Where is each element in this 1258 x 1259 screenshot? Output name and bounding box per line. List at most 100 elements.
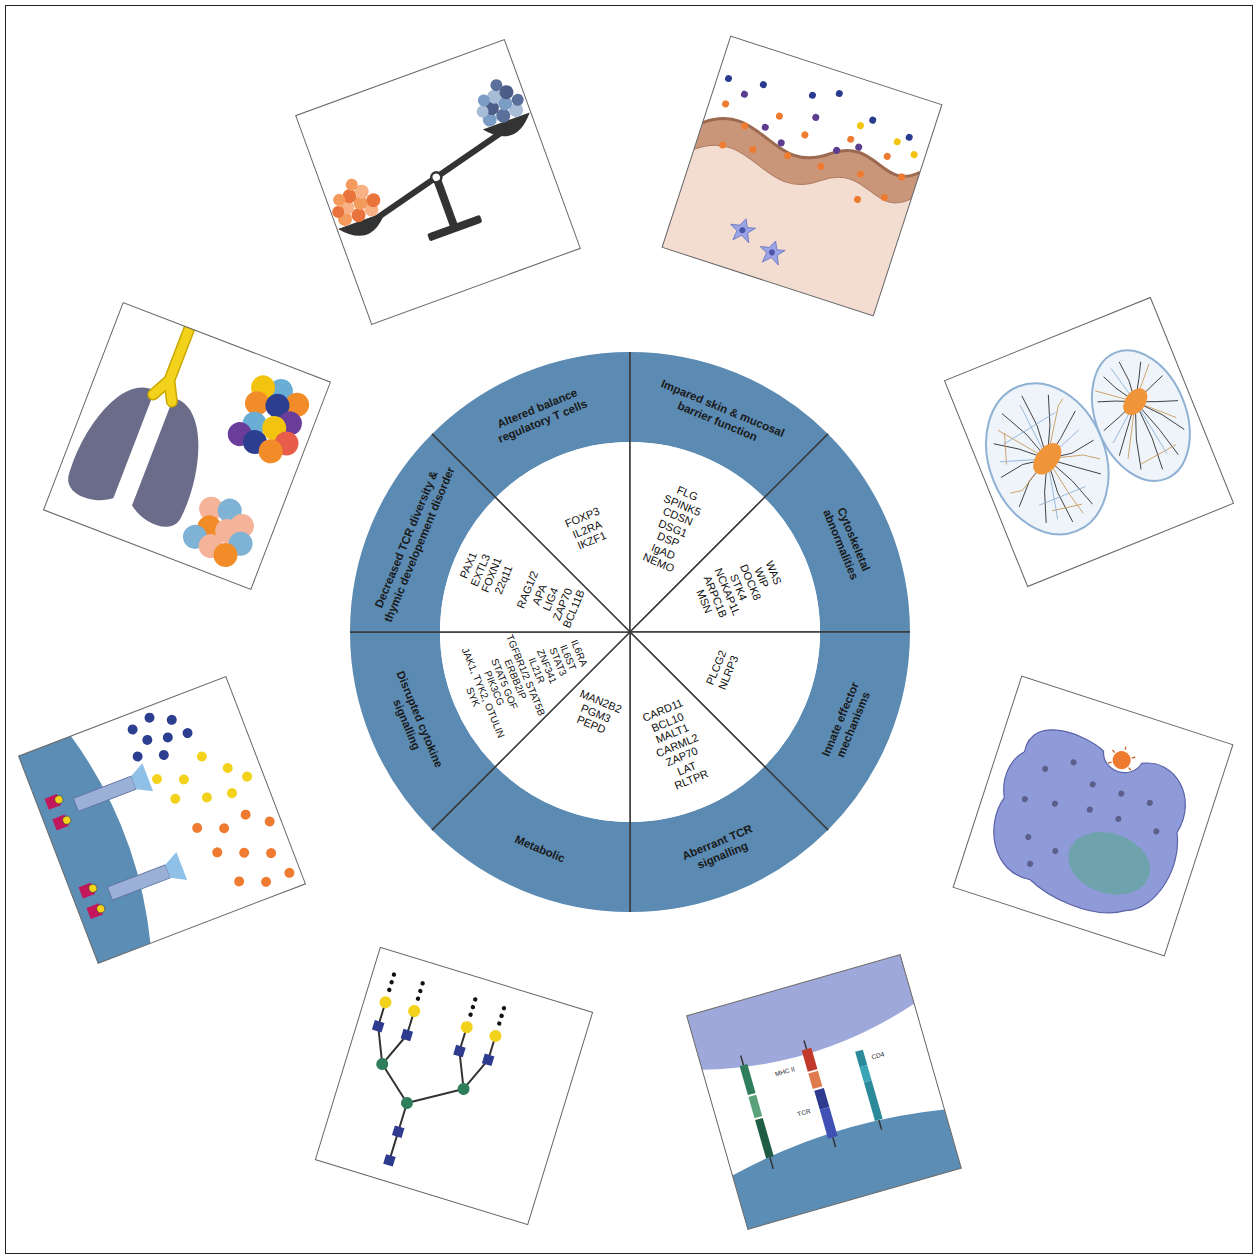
glycan-tree-picture-part-part-part [418,988,423,993]
skin-barrier-picture-part-part-part [856,121,865,130]
skin-barrier-picture-part-part-part [883,152,892,161]
cytoskeleton-cells-picture-part-part [1118,384,1152,420]
balance-scale-picture-part-part [430,171,443,184]
cytoskeleton-cells-picture-part [945,298,1234,587]
phagocyte-picture [953,676,1233,956]
cytokine-receptor-picture-part-part-part [211,846,224,859]
phagocyte-picture-part-part-part [1153,828,1161,836]
cytokine-receptor-picture-part [19,677,306,964]
cytoskeleton-cells-picture-part-part [1087,361,1167,471]
tcr-synapse-picture-part [687,955,962,1230]
cytokine-receptor-picture-part-part-part [263,815,276,828]
skin-barrier-picture-part-part-part [759,80,768,89]
phagocyte-picture-part-part-part [1026,860,1034,868]
phagocyte-picture-part-part-part [1025,833,1033,841]
sector-shape-group [630,632,828,912]
cytokine-receptor-picture-part-part-part [177,773,190,786]
balance-scale-picture-part-part-part [489,77,504,92]
sector-divider [629,632,631,912]
cytokine-receptor-picture-part-part-part [143,711,156,724]
tcr-synapse-picture-part-part [864,1080,883,1121]
cytokine-receptor-picture-part-part [107,865,170,900]
cytokine-receptor-picture-part-part [162,852,187,885]
cytoskeleton-cells-picture-part-part [1082,347,1200,485]
phagocyte-picture-part-part-part [1051,800,1059,808]
cytokine-receptor-picture-part-part-part [181,727,194,740]
balance-scale-picture-part-part-part [344,177,359,192]
cytokine-receptor-picture-part-part [54,794,64,804]
glycan-tree-picture-part-part-part [375,1057,390,1072]
sector-divider [630,631,910,633]
skin-barrier-picture-part-part-part [880,193,889,202]
sector-divider [350,631,630,633]
glycan-tree-picture-part-part-part [470,1004,475,1009]
balance-scale-picture-part-part-part [476,93,491,108]
skin-barrier-picture-part-part-part [777,139,786,148]
lung-picture-part-part [153,324,199,401]
skin-barrier-picture-part-part [706,95,913,215]
phagocyte-picture-part-part-part [1086,806,1094,814]
cytokine-receptor-picture [19,677,306,964]
cytokine-receptor-picture-part-part-part [265,847,278,860]
glycan-tree-picture-part-part-part [372,1020,384,1032]
inner-wedge [440,498,630,632]
phagocyte-picture-part-part-part [1089,781,1097,789]
balance-scale-picture-part-part [433,178,458,228]
skin-barrier-picture-part-part [724,55,920,142]
glycan-tree-picture-part-part-part [501,1005,506,1010]
balance-scale-picture-part-part [349,128,524,227]
tcr-synapse-picture-part [687,955,962,1230]
glycan-tree-picture-part [334,971,510,1186]
phagocyte-picture-part-part-part [1021,795,1029,803]
skin-barrier-picture-part-part-part [761,123,770,132]
glycan-tree-picture-part-part-part [456,1081,471,1096]
glycan-tree-picture-part-part [342,1002,496,1179]
skin-barrier-picture-part-part-part [905,133,914,142]
phagocyte-picture-part-part-part [1041,765,1049,773]
tcr-synapse-picture-part-part [729,1101,962,1229]
lung-picture [44,303,331,590]
tcr-synapse-picture-part-part [860,1065,872,1083]
sector-divider [432,632,630,830]
cytoskeleton-cells-picture-part-part [1028,438,1068,480]
skin-barrier-picture-part-part-part [775,112,784,121]
skin-barrier-picture-part-part-part [868,116,877,125]
glycan-tree-picture-part-part-part [468,1012,473,1017]
tcr-synapse-picture-part-part [808,1071,822,1089]
sector-shape [350,352,910,912]
glycan-tree-picture-part-part-part [401,1029,413,1041]
tcr-synapse-picture-part-part [820,1107,838,1139]
cytokine-receptor-picture-part-part [120,700,199,770]
cytokine-receptor-picture-part-part-part [241,770,254,783]
tcr-synapse-picture-part-part [802,1048,818,1072]
cytokine-receptor-picture-part [19,677,306,964]
cytokine-receptor-picture-part-part-part [191,821,204,834]
skin-barrier-picture-part-part-part [910,150,919,159]
skin-barrier-picture-part-part-part [811,113,820,122]
tcr-synapse-picture-part-part [741,1024,884,1169]
skin-barrier-picture-part-part [853,121,922,159]
cytoskeleton-cells-picture-part [945,298,1234,587]
cytokine-receptor-picture-part-part [88,883,98,893]
balance-scale-picture-part [308,72,559,269]
skin-barrier-picture-part [662,53,936,316]
glycan-tree-picture-part [315,947,592,1224]
balance-scale-picture-part-part [427,215,482,242]
skin-barrier-picture-part-part [693,104,920,221]
skin-barrier-picture-part-part-part [718,141,727,150]
cytokine-receptor-picture-part-part [191,796,296,904]
cytoskeleton-cells-picture-part-part [1074,336,1208,496]
inner-wedge [440,632,630,766]
skin-barrier-picture-part-part-part [832,146,841,155]
glycan-tree-picture-part-part-part [488,1028,503,1043]
cytokine-receptor-picture-part-part-part [233,875,246,888]
glycan-tree-picture-part-part-part [459,1020,474,1035]
phagocyte-picture-part-part [1060,822,1158,905]
balance-scale-picture-part-part-part [331,192,346,207]
tcr-synapse-picture-part-part [755,1118,774,1159]
skin-barrier-picture-part-part [739,226,747,234]
phagocyte-picture-part-part-part [1070,759,1078,767]
skin-barrier-picture [662,36,942,316]
glycan-tree-picture-part-part-part [415,996,420,1001]
